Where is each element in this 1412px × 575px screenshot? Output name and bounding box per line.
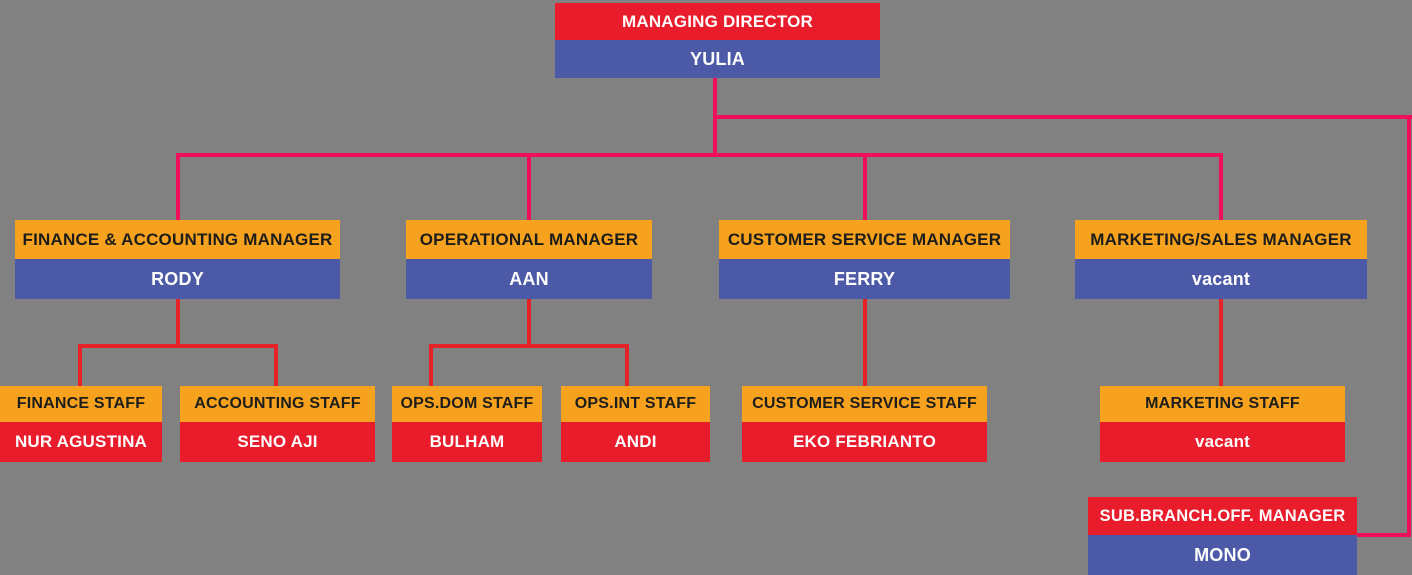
ops-int-staff-name: ANDI xyxy=(561,422,710,462)
ops-dom-staff-title: OPS.DOM STAFF xyxy=(392,386,542,422)
connector-operational-bracket-stem xyxy=(527,299,531,346)
connector-customer-manager-drop xyxy=(863,157,867,220)
customer-service-manager-name: FERRY xyxy=(719,259,1010,299)
org-node-finance-accounting-manager: FINANCE & ACCOUNTING MANAGER RODY xyxy=(15,220,340,299)
marketing-sales-manager-name: vacant xyxy=(1075,259,1367,299)
connector-marketing-manager-drop xyxy=(1219,157,1223,220)
accounting-staff-name: SENO AJI xyxy=(180,422,375,462)
org-node-customer-service-staff: CUSTOMER SERVICE STAFF EKO FEBRIANTO xyxy=(742,386,987,462)
connector-right-branch-vertical xyxy=(1407,115,1411,537)
customer-service-staff-title: CUSTOMER SERVICE STAFF xyxy=(742,386,987,422)
org-node-managing-director: MANAGING DIRECTOR YULIA xyxy=(555,3,880,78)
marketing-staff-title: MARKETING STAFF xyxy=(1100,386,1345,422)
connector-ops-dom-staff-drop xyxy=(429,348,433,386)
operational-manager-title: OPERATIONAL MANAGER xyxy=(406,220,652,259)
connector-accounting-staff-drop xyxy=(274,348,278,386)
finance-staff-name: NUR AGUSTINA xyxy=(0,422,162,462)
connector-ops-int-staff-drop xyxy=(625,348,629,386)
managing-director-name: YULIA xyxy=(555,40,880,78)
org-node-ops-int-staff: OPS.INT STAFF ANDI xyxy=(561,386,710,462)
finance-accounting-manager-name: RODY xyxy=(15,259,340,299)
sub-branch-office-manager-name: MONO xyxy=(1088,535,1357,575)
org-node-marketing-staff: MARKETING STAFF vacant xyxy=(1100,386,1345,462)
connector-finance-manager-drop xyxy=(176,157,180,220)
org-node-ops-dom-staff: OPS.DOM STAFF BULHAM xyxy=(392,386,542,462)
customer-service-manager-title: CUSTOMER SERVICE MANAGER xyxy=(719,220,1010,259)
org-node-operational-manager: OPERATIONAL MANAGER AAN xyxy=(406,220,652,299)
sub-branch-office-manager-title: SUB.BRANCH.OFF. MANAGER xyxy=(1088,497,1357,535)
org-node-customer-service-manager: CUSTOMER SERVICE MANAGER FERRY xyxy=(719,220,1010,299)
customer-service-staff-name: EKO FEBRIANTO xyxy=(742,422,987,462)
connector-marketing-staff-drop xyxy=(1219,299,1223,386)
connector-customer-staff-drop xyxy=(863,299,867,386)
connector-operational-bracket-bar xyxy=(429,344,629,348)
finance-staff-title: FINANCE STAFF xyxy=(0,386,162,422)
operational-manager-name: AAN xyxy=(406,259,652,299)
managing-director-title: MANAGING DIRECTOR xyxy=(555,3,880,40)
connector-finance-staff-drop xyxy=(78,348,82,386)
connector-finance-bracket-stem xyxy=(176,299,180,346)
org-node-accounting-staff: ACCOUNTING STAFF SENO AJI xyxy=(180,386,375,462)
ops-dom-staff-name: BULHAM xyxy=(392,422,542,462)
marketing-staff-name: vacant xyxy=(1100,422,1345,462)
org-node-marketing-sales-manager: MARKETING/SALES MANAGER vacant xyxy=(1075,220,1367,299)
accounting-staff-title: ACCOUNTING STAFF xyxy=(180,386,375,422)
ops-int-staff-title: OPS.INT STAFF xyxy=(561,386,710,422)
connector-level2-horizontal xyxy=(176,153,1223,157)
connector-right-branch-horizontal xyxy=(713,115,1412,119)
connector-operational-manager-drop xyxy=(527,157,531,220)
finance-accounting-manager-title: FINANCE & ACCOUNTING MANAGER xyxy=(15,220,340,259)
connector-sub-branch-connector xyxy=(1357,533,1407,537)
org-node-sub-branch-office-manager: SUB.BRANCH.OFF. MANAGER MONO xyxy=(1088,497,1357,575)
marketing-sales-manager-title: MARKETING/SALES MANAGER xyxy=(1075,220,1367,259)
org-node-finance-staff: FINANCE STAFF NUR AGUSTINA xyxy=(0,386,162,462)
connector-finance-bracket-bar xyxy=(78,344,278,348)
